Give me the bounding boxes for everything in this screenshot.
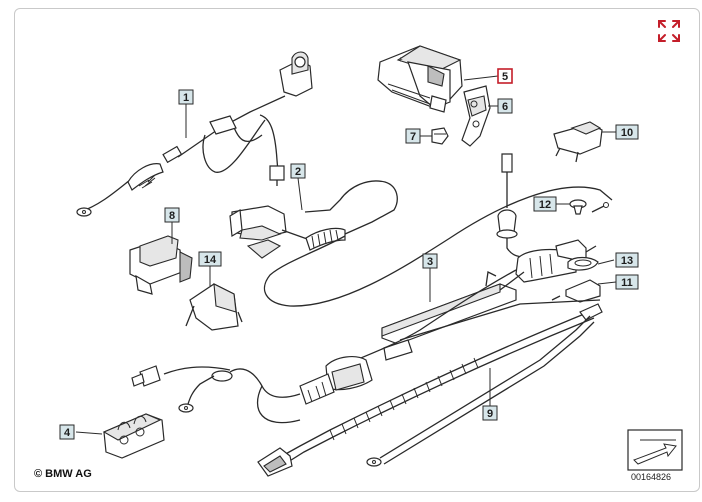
svg-text:11: 11 [621,277,633,289]
callout-13[interactable]: 13 [615,252,639,268]
part-7-nut [431,127,449,145]
expand-icon[interactable] [656,18,682,44]
svg-text:13: 13 [621,255,633,267]
part-1-cable [76,51,313,217]
callout-14[interactable]: 14 [198,251,222,267]
part-5-module: + [377,45,463,113]
svg-text:12: 12 [539,199,551,211]
part-10-cover [553,121,603,163]
part-3-cable [131,239,601,424]
callout-12[interactable]: 12 [533,196,557,212]
callout-6[interactable]: 6 [497,98,513,114]
callout-9[interactable]: 9 [482,405,498,421]
svg-text:9: 9 [487,408,493,420]
part-2-cable [229,180,613,307]
callout-11[interactable]: 11 [615,274,639,290]
part-4-clip [102,413,165,459]
svg-text:6: 6 [502,101,508,113]
part-14-cover [185,283,243,331]
plug-connector [496,153,529,258]
callout-1[interactable]: 1 [178,89,194,105]
diagram-number: 00164826 [631,472,672,482]
part-9-cables [257,299,603,477]
callout-5[interactable]: 5 [497,68,513,84]
svg-text:1: 1 [183,92,189,104]
callout-8[interactable]: 8 [164,207,180,223]
leader-lines [75,75,617,435]
callout-7[interactable]: 7 [405,128,421,144]
svg-text:7: 7 [410,131,416,143]
part-12-grommet [569,199,609,215]
svg-text:2: 2 [295,166,301,178]
svg-text:14: 14 [204,254,217,266]
svg-text:5: 5 [502,71,508,83]
callout-4[interactable]: 4 [59,424,75,440]
svg-text:4: 4 [64,427,71,439]
arrow-orientation-icon [627,429,683,471]
svg-text:8: 8 [169,210,175,222]
copyright-text: © BMW AG [34,468,92,480]
part-8-cover [129,235,193,295]
callout-10[interactable]: 10 [615,124,639,140]
svg-text:3: 3 [427,256,433,268]
svg-text:+: + [398,55,403,64]
svg-text:10: 10 [621,127,633,139]
part-6-bracket [461,85,491,147]
callout-2[interactable]: 2 [290,163,306,179]
callout-3[interactable]: 3 [422,253,438,269]
